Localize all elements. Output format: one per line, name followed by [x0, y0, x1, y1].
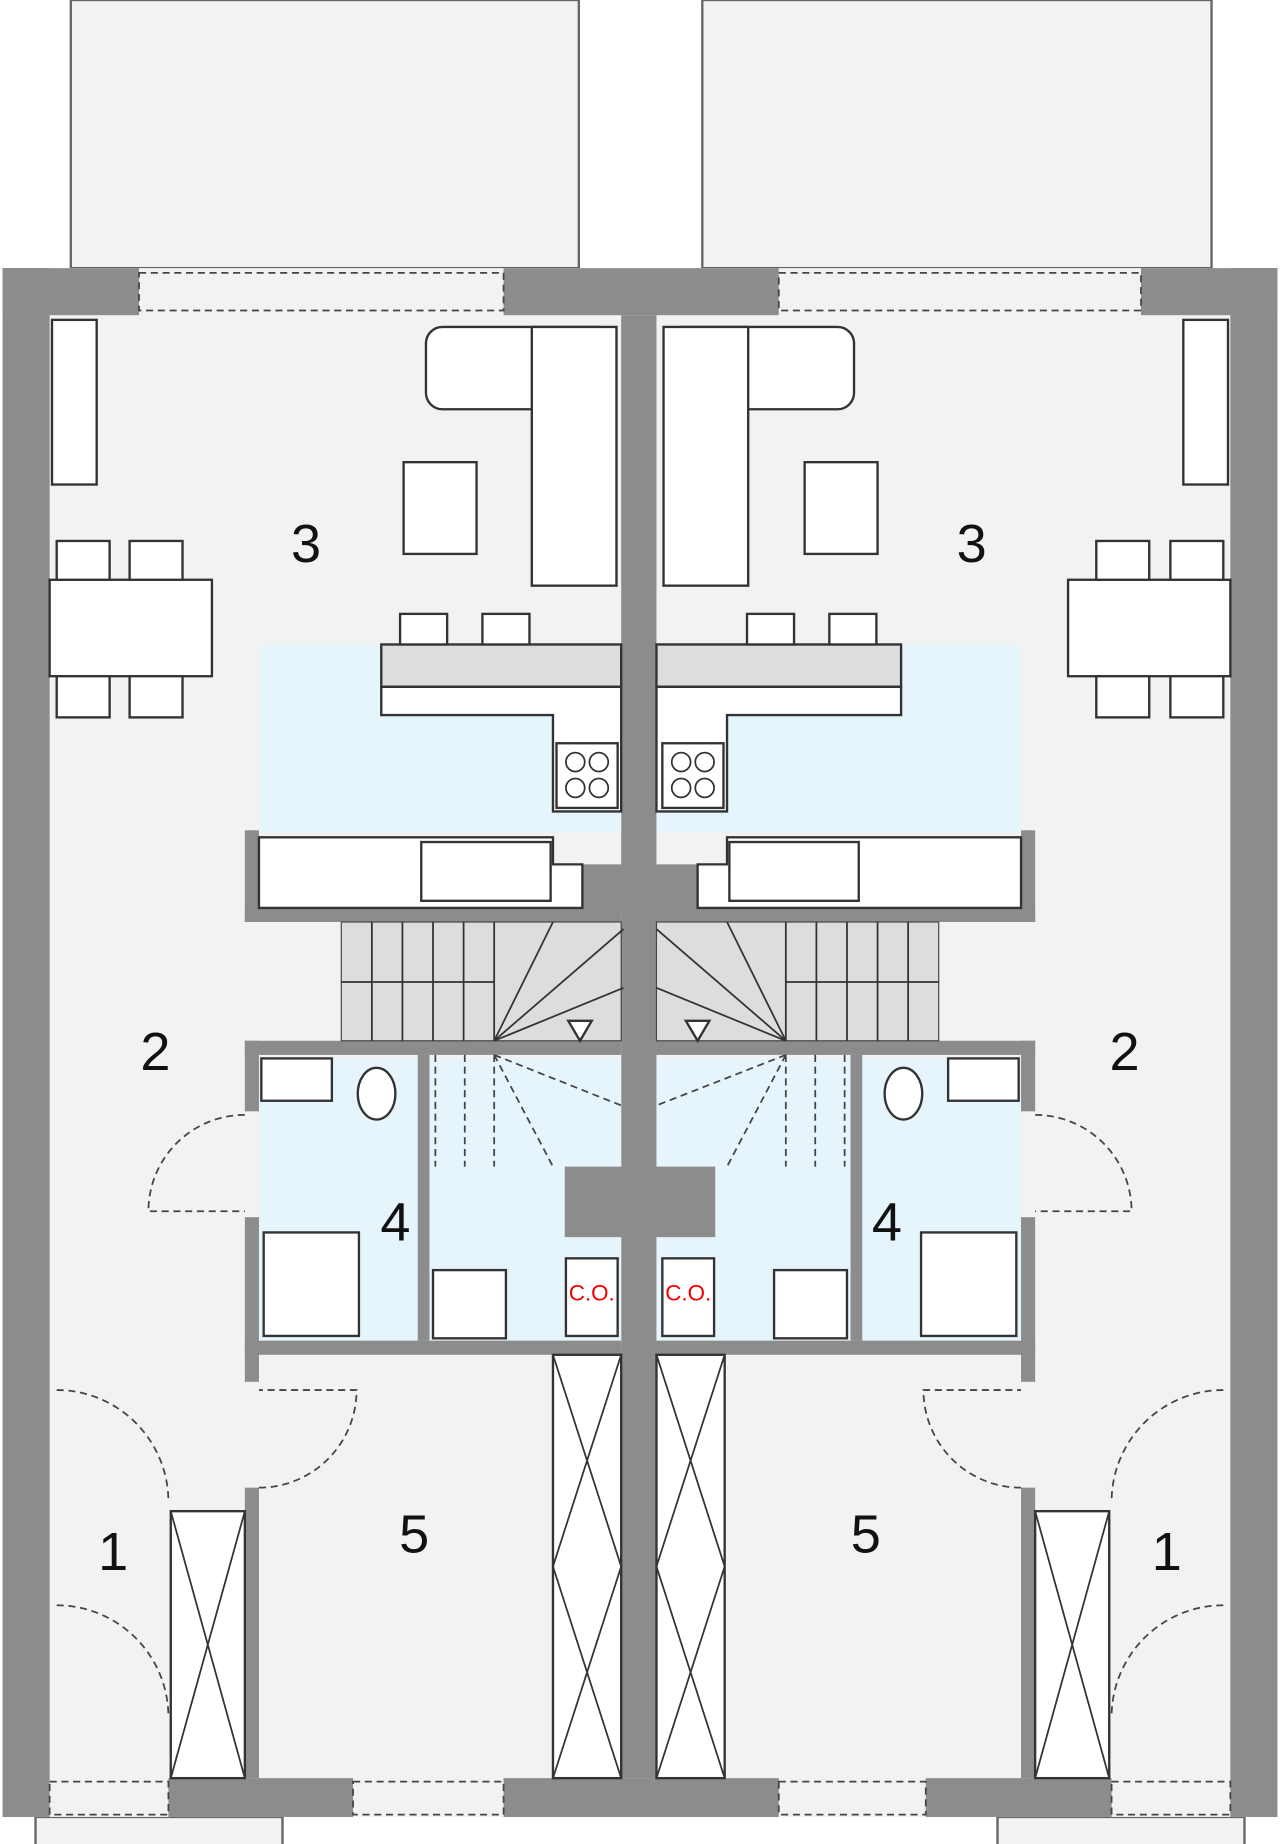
kitchen-left [257, 612, 623, 910]
boiler-label-right: C.O. [665, 1281, 711, 1306]
room-label-bathroom-right: 4 [872, 1193, 902, 1253]
entrance-step-left [34, 1815, 284, 1844]
room-label-living-left: 3 [291, 514, 321, 574]
room-label-bathroom-left: 4 [380, 1193, 410, 1253]
staircase-left [340, 921, 625, 1168]
room-label-room-right: 5 [851, 1504, 881, 1564]
outer-walls [2, 268, 1278, 1817]
living-furniture-right [662, 318, 1232, 719]
staircase-right [655, 921, 940, 1168]
entrance-step-right [996, 1815, 1246, 1844]
kitchen-right [655, 612, 1023, 910]
room-label-vestibule-left: 1 [98, 1522, 128, 1582]
door-swings [56, 1113, 1224, 1717]
room-label-hall-right: 2 [1109, 1022, 1139, 1082]
room-label-vestibule-right: 1 [1152, 1522, 1182, 1582]
room-label-room-left: 5 [399, 1504, 429, 1564]
terrace-right [701, 0, 1213, 270]
room-label-living-right: 3 [957, 514, 987, 574]
inner-walls [244, 830, 1036, 1779]
wardrobes [169, 1353, 1111, 1780]
terrace-left [69, 0, 581, 270]
room-label-hall-left: 2 [140, 1022, 170, 1082]
living-furniture-left [48, 318, 618, 719]
bathroom-fixtures-left [260, 1057, 619, 1340]
bathroom-fixtures-right [661, 1057, 1020, 1340]
boiler-label-left: C.O. [569, 1281, 615, 1306]
